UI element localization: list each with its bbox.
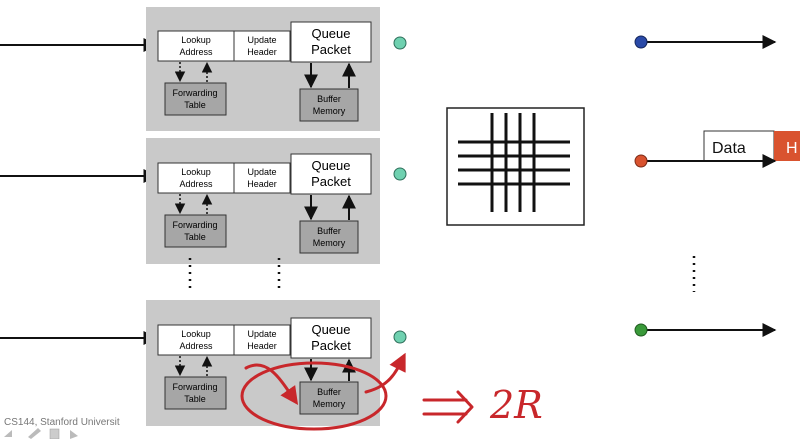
implies-arrow-annotation (422, 390, 474, 424)
output-port-3 (634, 323, 777, 337)
crossbar-grid (458, 113, 570, 212)
update-header-box (233, 30, 291, 62)
back-arrow-icon[interactable] (4, 430, 12, 437)
buffer-label-3: Buffer (317, 387, 341, 397)
table-label-3: Table (184, 394, 206, 404)
update-label-3: Update (247, 329, 276, 339)
packet-header-box (774, 131, 800, 161)
queue-label-3: Queue (311, 322, 350, 337)
input-port-dot-3 (393, 330, 407, 344)
input-port-dot-2 (393, 167, 407, 181)
header-label-1: Header (247, 47, 277, 57)
linecard-2: Lookup Address Update Header Queue Packe… (0, 138, 407, 264)
packet-label-3: Packet (311, 338, 351, 353)
forwarding-label-3: Forwarding (172, 382, 217, 392)
lookup-address-box (157, 162, 235, 194)
forward-arrow-icon[interactable] (70, 430, 78, 439)
crossbar-frame (446, 107, 585, 226)
lookup-label-1: Lookup (181, 35, 211, 45)
output-dot-1 (634, 35, 648, 49)
output-dot-3 (634, 323, 648, 337)
packet-label-2: Packet (311, 174, 351, 189)
handwritten-annotation (240, 352, 474, 431)
forwarding-label-2: Forwarding (172, 220, 217, 230)
address-label-1: Address (179, 47, 213, 57)
crossbar-switch (446, 107, 585, 226)
table-label-1: Table (184, 100, 206, 110)
slide-controls[interactable] (4, 428, 78, 439)
output-dot-2 (634, 154, 648, 168)
two-r-annotation: 2R (489, 383, 543, 427)
update-label-1: Update (247, 35, 276, 45)
update-header-box (233, 162, 291, 194)
write-arrow-annotation (244, 363, 299, 405)
page-icon[interactable] (49, 428, 60, 439)
memory-label-3: Memory (313, 399, 346, 409)
update-label-2: Update (247, 167, 276, 177)
queue-packet-box (290, 153, 372, 195)
lookup-label-3: Lookup (181, 329, 211, 339)
buffer-label-2: Buffer (317, 226, 341, 236)
forwarding-table-box (164, 82, 227, 116)
pen-icon[interactable] (28, 428, 41, 439)
input-port-dot-1 (393, 36, 407, 50)
packet-label-1: Packet (311, 42, 351, 57)
queue-label-2: Queue (311, 158, 350, 173)
linecard-1: Lookup Address Update Header Queue Packe… (0, 7, 407, 131)
output-port-1 (634, 35, 777, 49)
packet-data-label: Data (712, 140, 746, 157)
packet-header-label: H (786, 140, 798, 157)
buffer-memory-box (299, 88, 359, 122)
buffer-circle-annotation (240, 361, 388, 431)
read-arrow-annotation (364, 352, 406, 394)
buffer-label-1: Buffer (317, 94, 341, 104)
queue-packet-box (290, 21, 372, 63)
table-label-2: Table (184, 232, 206, 242)
header-label-2: Header (247, 179, 277, 189)
memory-label-1: Memory (313, 106, 346, 116)
lookup-label-2: Lookup (181, 167, 211, 177)
update-header-box (233, 324, 291, 356)
ellipsis-linecards (188, 258, 281, 292)
address-label-2: Address (179, 179, 213, 189)
queue-packet-box (290, 317, 372, 359)
footer-text: CS144, Stanford Universit (4, 417, 120, 428)
forwarding-label-1: Forwarding (172, 88, 217, 98)
buffer-memory-box (299, 381, 359, 415)
memory-label-2: Memory (313, 238, 346, 248)
forwarding-table-box (164, 376, 227, 410)
output-port-2: Data H (634, 130, 800, 168)
forwarding-table-box (164, 214, 227, 248)
buffer-memory-box (299, 220, 359, 254)
lookup-address-box (157, 30, 235, 62)
header-label-3: Header (247, 341, 277, 351)
linecard-3: Lookup Address Update Header Queue Packe… (0, 300, 407, 426)
queue-label-1: Queue (311, 26, 350, 41)
address-label-3: Address (179, 341, 213, 351)
